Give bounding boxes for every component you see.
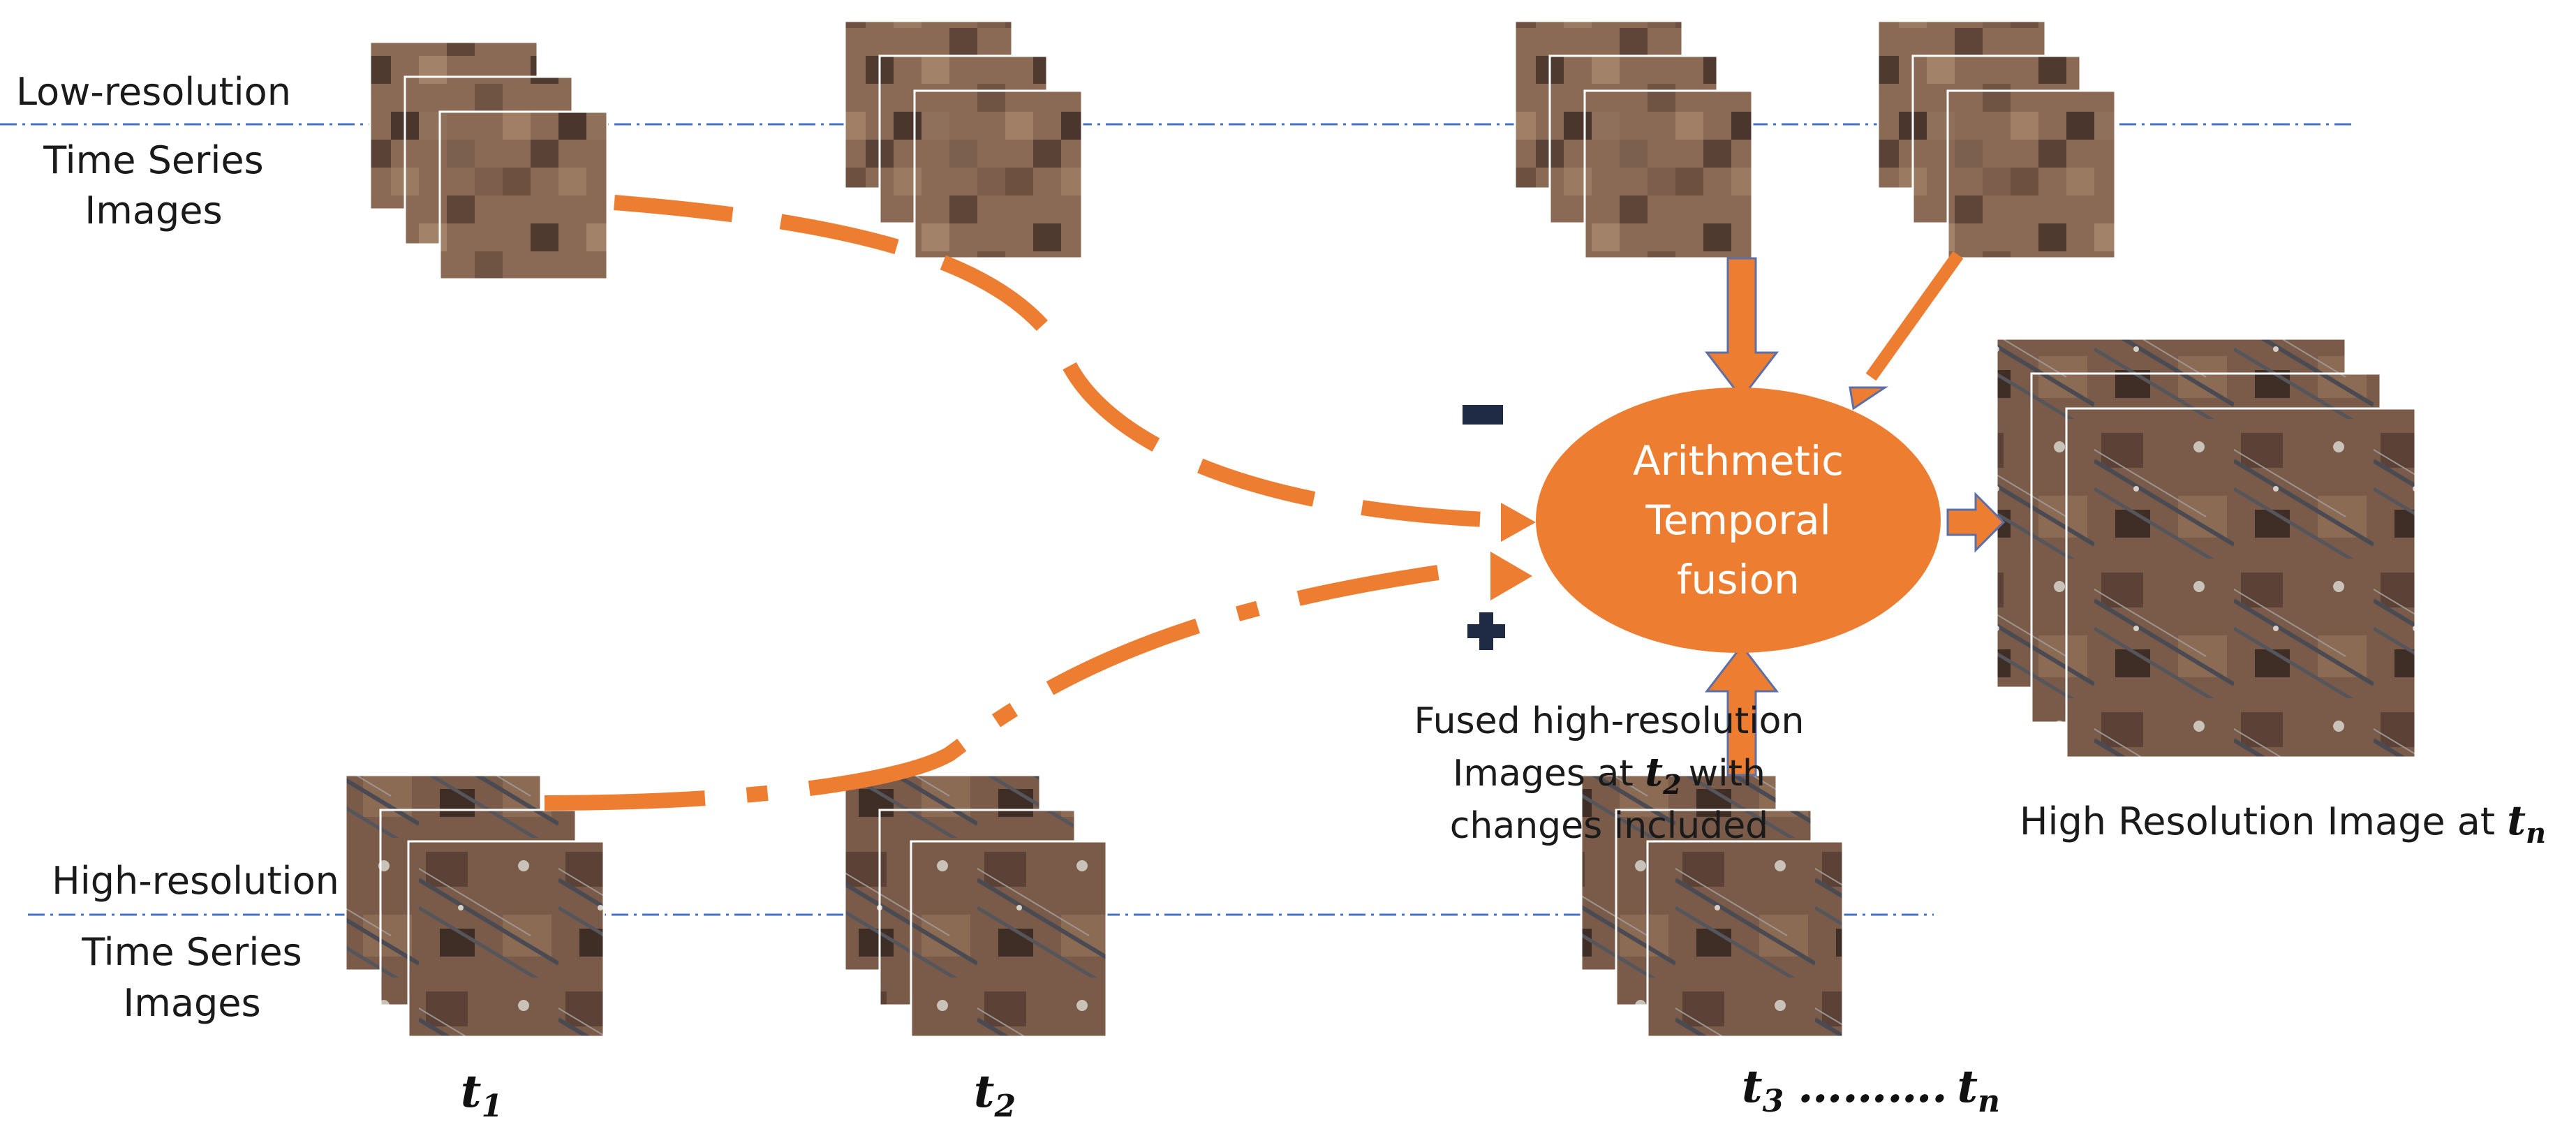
low-res-dashed-path	[614, 195, 1502, 528]
fused-label-line2-a: Images at	[1453, 753, 1634, 795]
fusion-ellipse	[1536, 388, 1941, 653]
time-label-t1: t1	[461, 1065, 503, 1124]
fusion-label-line3: fusion	[1677, 556, 1800, 603]
arrow-low-res-tn-to-fusion	[1849, 251, 1964, 411]
high-res-stack-t2	[843, 774, 1108, 1038]
low-res-stack-t2	[843, 20, 1083, 260]
fused-label-line1: Fused high-resolution	[1414, 700, 1805, 742]
high-res-label-line1: High-resolution	[52, 859, 339, 903]
output-label-t-sub: n	[2526, 817, 2546, 850]
time-label-t3-to-tn: t3……….tn	[1742, 1061, 2000, 1119]
minus-sign	[1463, 405, 1503, 425]
arrow-low-res-t3-to-fusion	[1704, 257, 1779, 400]
fused-label-line2-b: with	[1689, 753, 1766, 795]
low-res-label-line1: Low-resolution	[16, 70, 291, 114]
fused-label-line2: Images at t2 with	[1453, 749, 1766, 800]
fused-label-t-sub: 2	[1662, 769, 1681, 800]
low-res-stack-tn	[1877, 20, 2117, 260]
high-res-stack-t1	[344, 774, 605, 1038]
minus-input-arrowhead	[1501, 503, 1536, 542]
output-label: High Resolution Image at tn	[2020, 797, 2546, 850]
arrow-fusion-to-output	[1946, 492, 2006, 553]
plus-sign	[1467, 612, 1505, 650]
output-label-t-var: t	[2507, 797, 2526, 844]
high-res-label-line3: Images	[123, 981, 260, 1025]
low-res-stack-t3	[1513, 20, 1754, 260]
high-res-label-line2: Time Series	[81, 930, 302, 974]
low-res-label-line2: Time Series	[43, 138, 263, 182]
fusion-label-line2: Temporal	[1645, 496, 1831, 544]
output-high-res-stack	[1995, 337, 2417, 759]
output-label-text: High Resolution Image at	[2020, 799, 2495, 843]
fusion-label-line1: Arithmetic	[1633, 437, 1844, 485]
fused-label-t-var: t	[1645, 749, 1663, 795]
low-res-stack-t1	[369, 40, 609, 281]
high-res-dashdot-path	[544, 565, 1439, 811]
time-label-t2: t2	[974, 1065, 1016, 1124]
plus-input-arrowhead	[1490, 552, 1532, 600]
low-res-label-line3: Images	[84, 189, 222, 233]
fused-label-line3: changes included	[1450, 805, 1768, 847]
arrow-high-res-t3-to-fusion	[1704, 644, 1779, 776]
high-res-stack-t3	[1580, 774, 1844, 1038]
